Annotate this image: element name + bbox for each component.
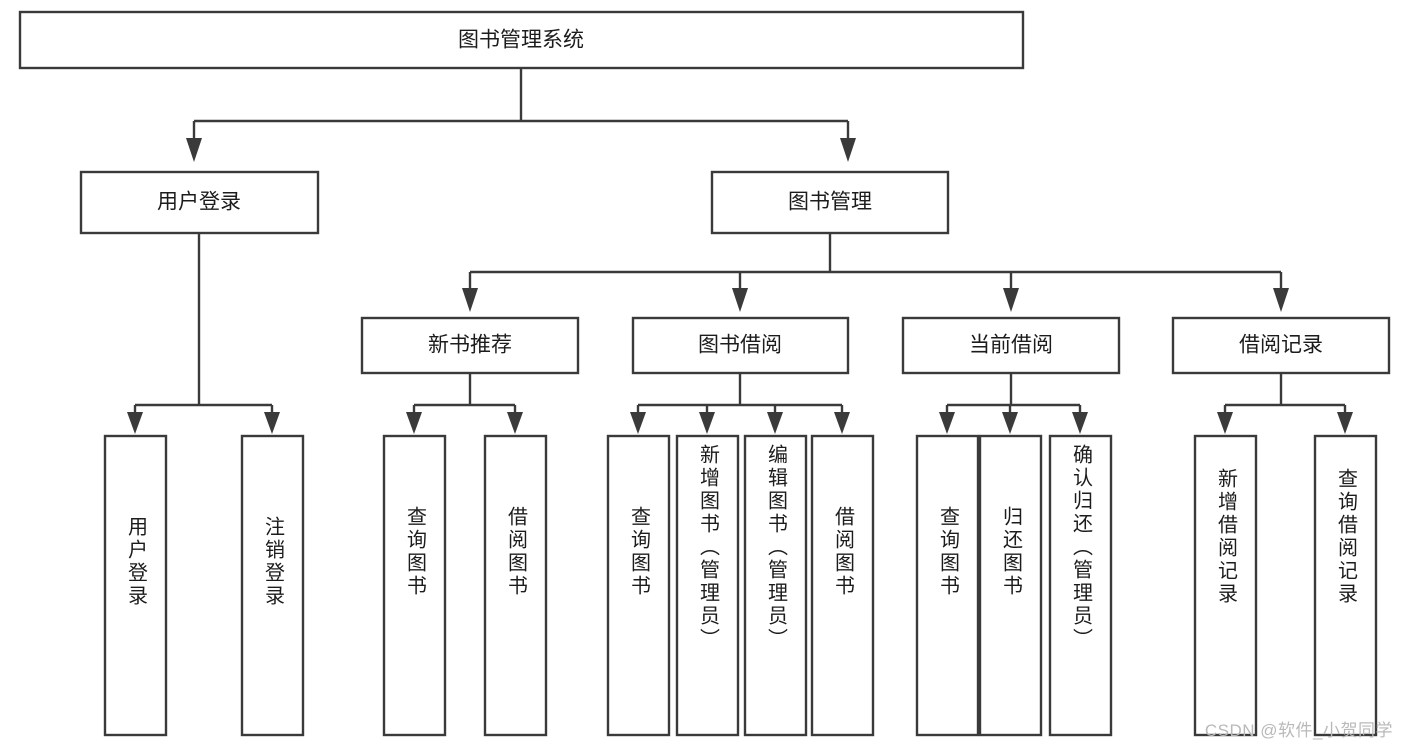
- leaf-box[interactable]: [382, 434, 447, 737]
- leaf-box[interactable]: [810, 434, 875, 737]
- leaf-box[interactable]: [240, 434, 305, 737]
- leaf-group-new-book-recommend: [382, 434, 548, 737]
- node-borrow-record-label: 借阅记录: [1239, 334, 1323, 357]
- leaf-group-book-borrow: [606, 434, 875, 737]
- leaf-box[interactable]: [743, 434, 808, 737]
- leaf-box[interactable]: [1193, 434, 1258, 737]
- node-new-book-recommend[interactable]: 新书推荐: [360, 316, 580, 375]
- leaf-box[interactable]: [1048, 434, 1113, 737]
- leaf-box[interactable]: [606, 434, 671, 737]
- leaf-box[interactable]: [103, 434, 168, 737]
- node-book-management-label: 图书管理: [788, 191, 872, 214]
- leaf-box[interactable]: [483, 434, 548, 737]
- connector-bookmgmt-to-level3: [462, 233, 1289, 312]
- connector-root-to-level2: [186, 68, 856, 162]
- connector-currentborrow-to-leaves: [939, 373, 1088, 434]
- node-current-borrow-label: 当前借阅: [969, 334, 1053, 357]
- leaf-box[interactable]: [978, 434, 1043, 737]
- node-book-borrow[interactable]: 图书借阅: [631, 316, 850, 375]
- node-root[interactable]: 图书管理系统: [18, 10, 1025, 70]
- node-book-borrow-label: 图书借阅: [698, 334, 782, 357]
- leaf-group-borrow-record: [1193, 434, 1378, 737]
- leaf-box[interactable]: [675, 434, 740, 737]
- node-new-book-recommend-label: 新书推荐: [428, 334, 512, 357]
- watermark-text: CSDN @软件_小贺同学: [1204, 721, 1393, 740]
- connector-borrowrecord-to-leaves: [1217, 373, 1353, 434]
- leaf-group-current-borrow: [915, 434, 1113, 737]
- connector-userlogin-to-leaves: [127, 233, 280, 434]
- node-book-management[interactable]: 图书管理: [710, 170, 950, 235]
- node-current-borrow[interactable]: 当前借阅: [901, 316, 1121, 375]
- node-root-label: 图书管理系统: [458, 29, 584, 52]
- leaf-box[interactable]: [915, 434, 980, 737]
- node-borrow-record[interactable]: 借阅记录: [1171, 316, 1391, 375]
- node-user-login-label: 用户登录: [157, 191, 241, 214]
- leaf-group-user-login: [103, 434, 305, 737]
- leaf-box[interactable]: [1313, 434, 1378, 737]
- node-user-login[interactable]: 用户登录: [79, 170, 320, 235]
- connector-newbook-to-leaves: [406, 373, 523, 434]
- connector-bookborrow-to-leaves: [630, 373, 850, 434]
